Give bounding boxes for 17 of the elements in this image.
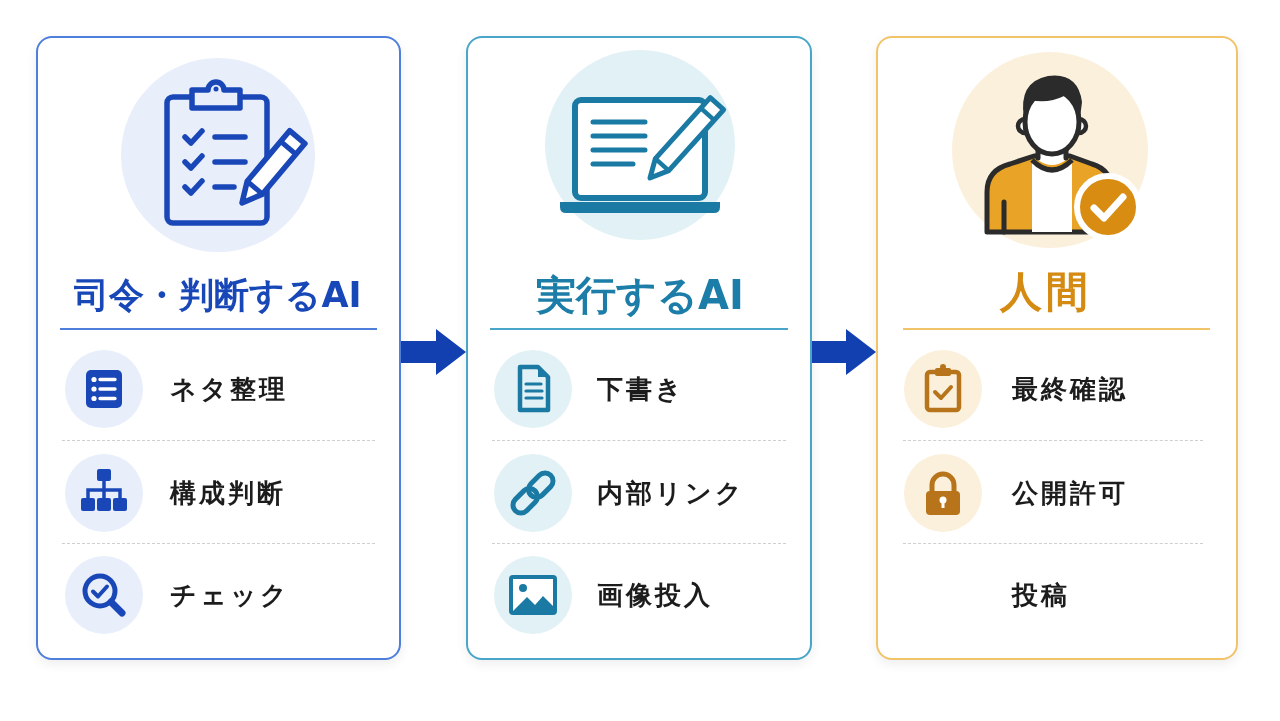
panel-heading: 実行するAI xyxy=(536,273,744,317)
arrow xyxy=(812,329,876,375)
item-label: 投稿 xyxy=(1012,580,1070,610)
panel-card xyxy=(36,36,401,660)
panel-card xyxy=(466,36,812,660)
item-label: ネタ整理 xyxy=(170,374,288,404)
panel-heading: 司令・判断するAI xyxy=(74,275,362,315)
item-label: 構成判断 xyxy=(170,478,286,508)
item-label: 公開許可 xyxy=(1012,478,1128,508)
item-label: 内部リンク xyxy=(597,478,745,508)
arrow xyxy=(401,329,466,375)
panel-card xyxy=(876,36,1238,660)
item-label: 画像投入 xyxy=(597,580,713,610)
item-label: 下書き xyxy=(597,374,685,404)
item-label: チェック xyxy=(170,580,290,610)
panel-heading: 人間 xyxy=(1000,268,1092,316)
item-label: 最終確認 xyxy=(1012,374,1128,404)
